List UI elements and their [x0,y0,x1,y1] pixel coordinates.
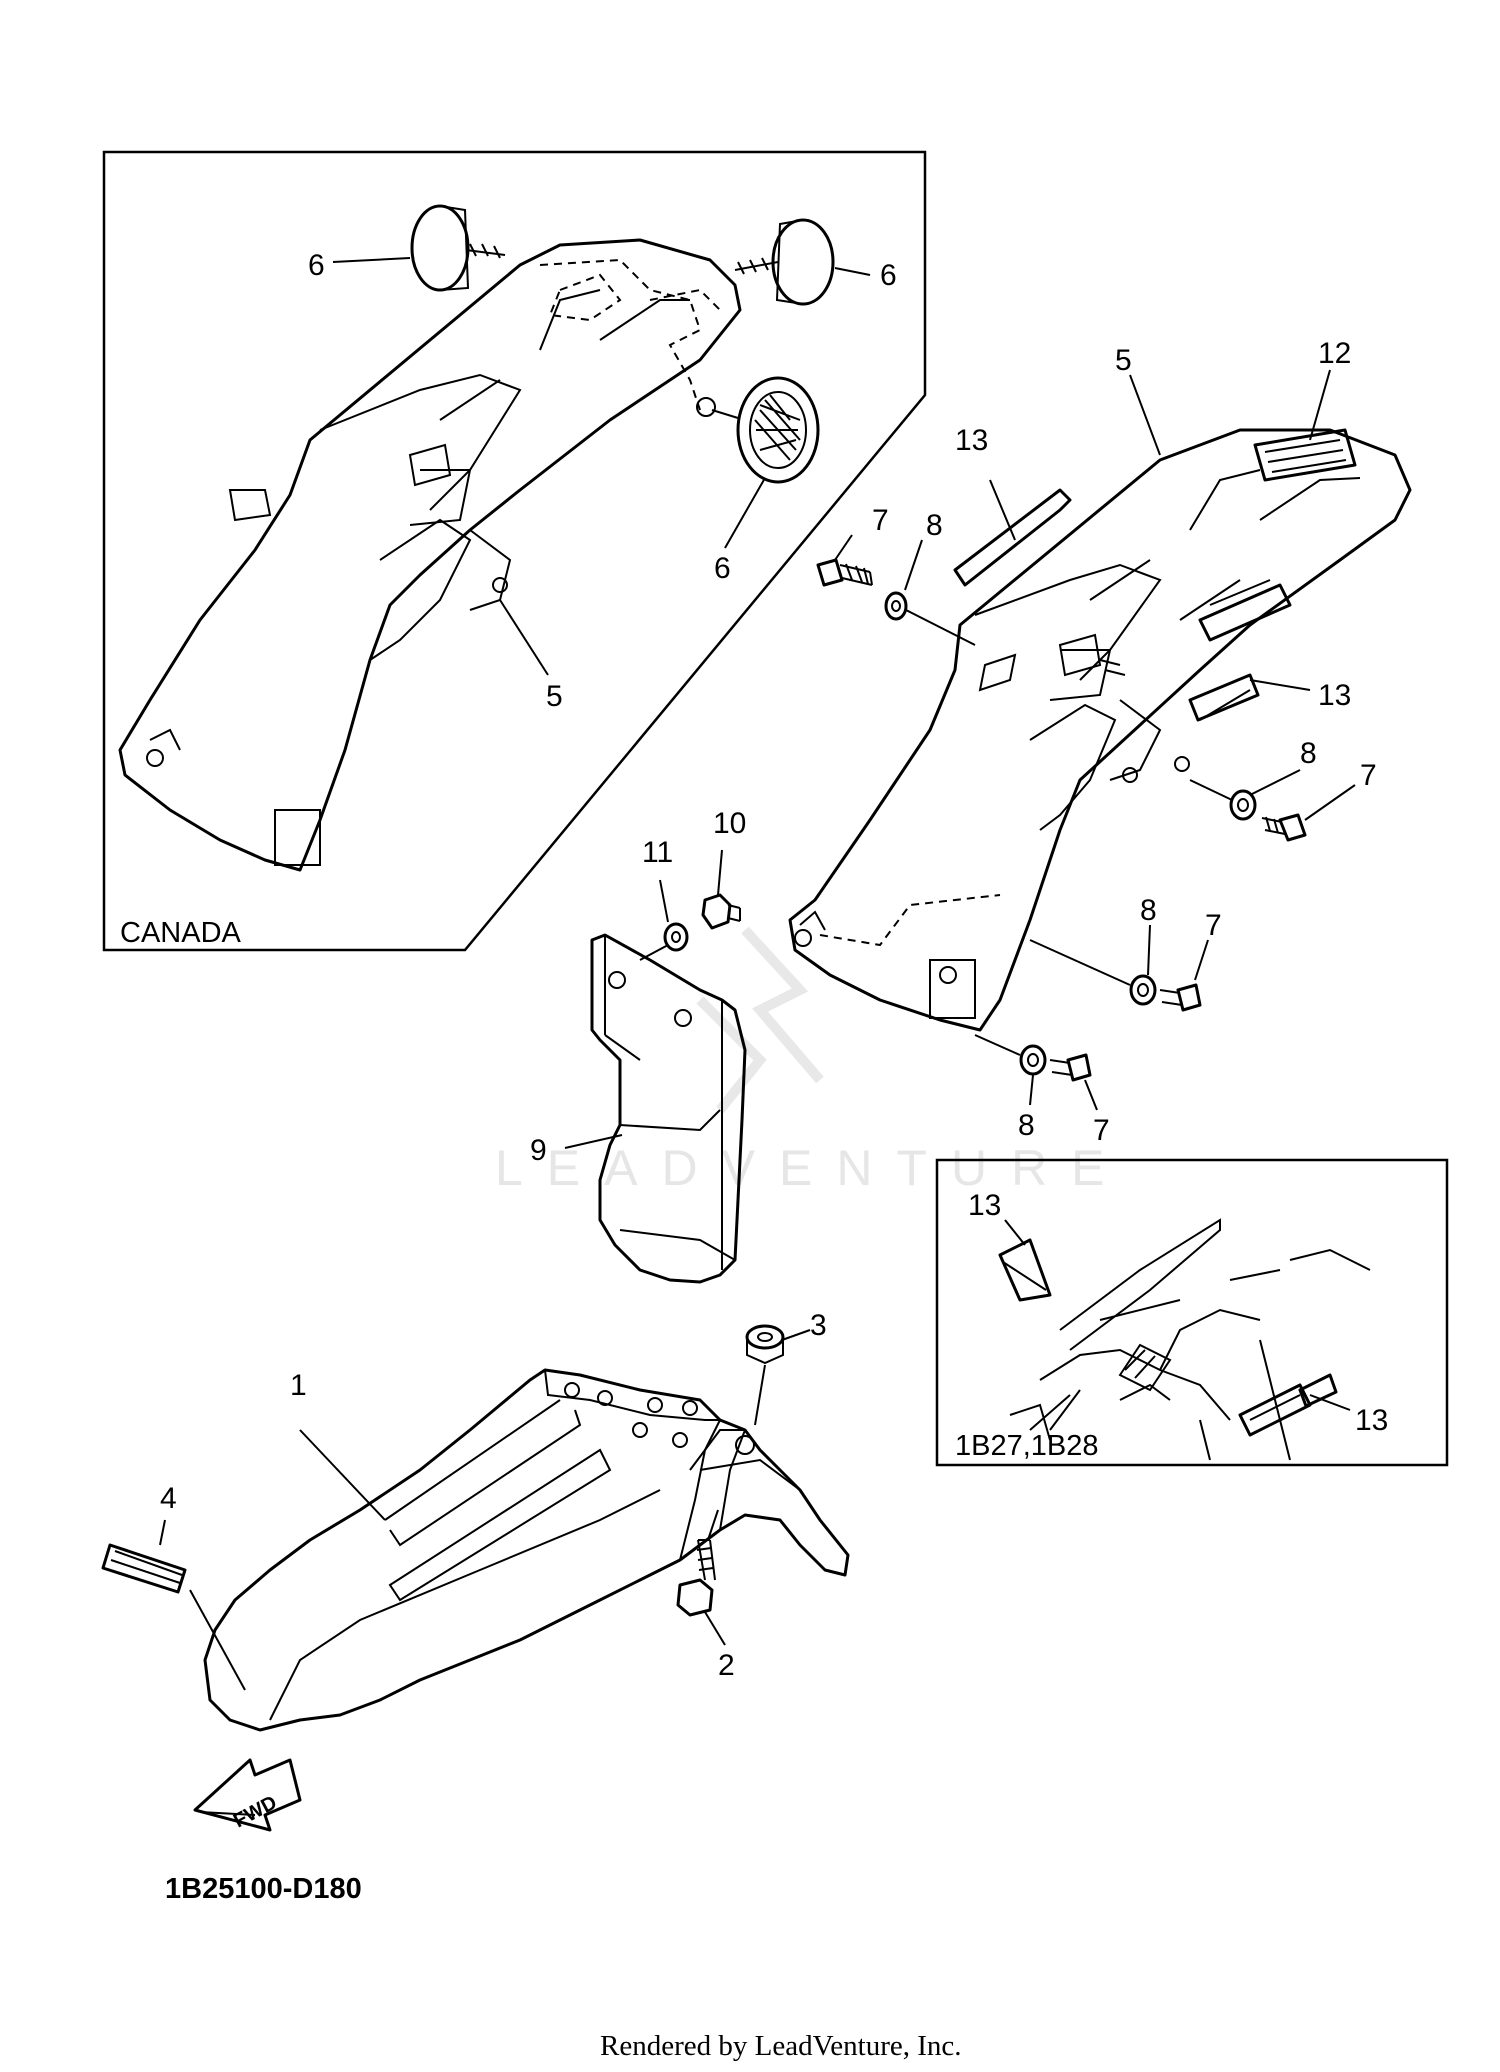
mud-flap [590,933,747,1284]
callout-7: 7 [1360,759,1377,792]
callout-8: 8 [1018,1109,1035,1142]
callout-6: 6 [880,259,897,292]
canada-reflector-right [734,218,835,306]
bolt-7-lower [1159,983,1202,1012]
callout-10: 10 [713,807,746,840]
bolt-10 [701,849,741,930]
callout-9: 9 [530,1134,547,1167]
callout-5: 5 [546,680,563,713]
canada-label: CANADA [120,917,242,949]
models-inset: 1B27,1B28 13 13 [935,1158,1449,1467]
canada-rear-fender [118,238,742,872]
callout-12: 12 [1318,337,1351,370]
callout-8: 8 [1140,894,1157,927]
washer-8-lower [1029,939,1157,1006]
canada-inset-frame [102,150,927,952]
washer-11 [639,879,689,961]
callout-3: 3 [810,1309,827,1342]
decal-13-top [953,488,1072,587]
washer-8-bottom [974,1034,1047,1076]
diagram-code: 1B25100-D180 [165,1873,362,1905]
callout-7: 7 [872,504,889,537]
watermark: LEADVENTURE [495,926,1129,1196]
bolt-7-bottom [1049,1053,1092,1082]
washer-8-right [1229,789,1257,821]
canada-inset: CANADA [102,150,927,952]
decal-13-side [1188,579,1292,722]
callout-8: 8 [926,509,943,542]
bolt-7-top [816,558,873,587]
watermark-logo-icon [696,926,824,1114]
callout-13: 13 [955,424,988,457]
bolt-2 [676,1509,719,1617]
callout-8: 8 [1300,737,1317,770]
canada-reflector-left [410,204,506,292]
callout-7: 7 [1093,1114,1110,1147]
callout-4: 4 [160,1482,177,1515]
nut-3 [745,1324,785,1426]
callout-11: 11 [642,836,673,869]
callout-1: 1 [290,1369,307,1402]
bolt-7-right [1261,813,1307,842]
decal-4 [101,1543,187,1594]
canada-reflector-rear [696,376,820,484]
fwd-arrow-icon: FWD [193,1758,302,1832]
front-fender [203,1368,850,1732]
models-inset-frame [935,1158,1449,1467]
callout-6: 6 [308,249,325,282]
callout-5: 5 [1115,344,1132,377]
callout-2: 2 [718,1649,735,1682]
callout-13: 13 [968,1189,1001,1222]
rear-fender [788,428,1412,1032]
watermark-text: LEADVENTURE [495,1140,1129,1196]
models-label: 1B27,1B28 [955,1430,1099,1462]
washer-8-top [884,591,976,646]
decal-12 [1253,428,1357,482]
footer-credit: Rendered by LeadVenture, Inc. [600,2030,962,2062]
callout-13: 13 [1318,679,1351,712]
models-inset-fender [998,1218,1371,1461]
callout-13: 13 [1355,1404,1388,1437]
callout-6: 6 [714,552,731,585]
callout-7: 7 [1205,909,1222,942]
